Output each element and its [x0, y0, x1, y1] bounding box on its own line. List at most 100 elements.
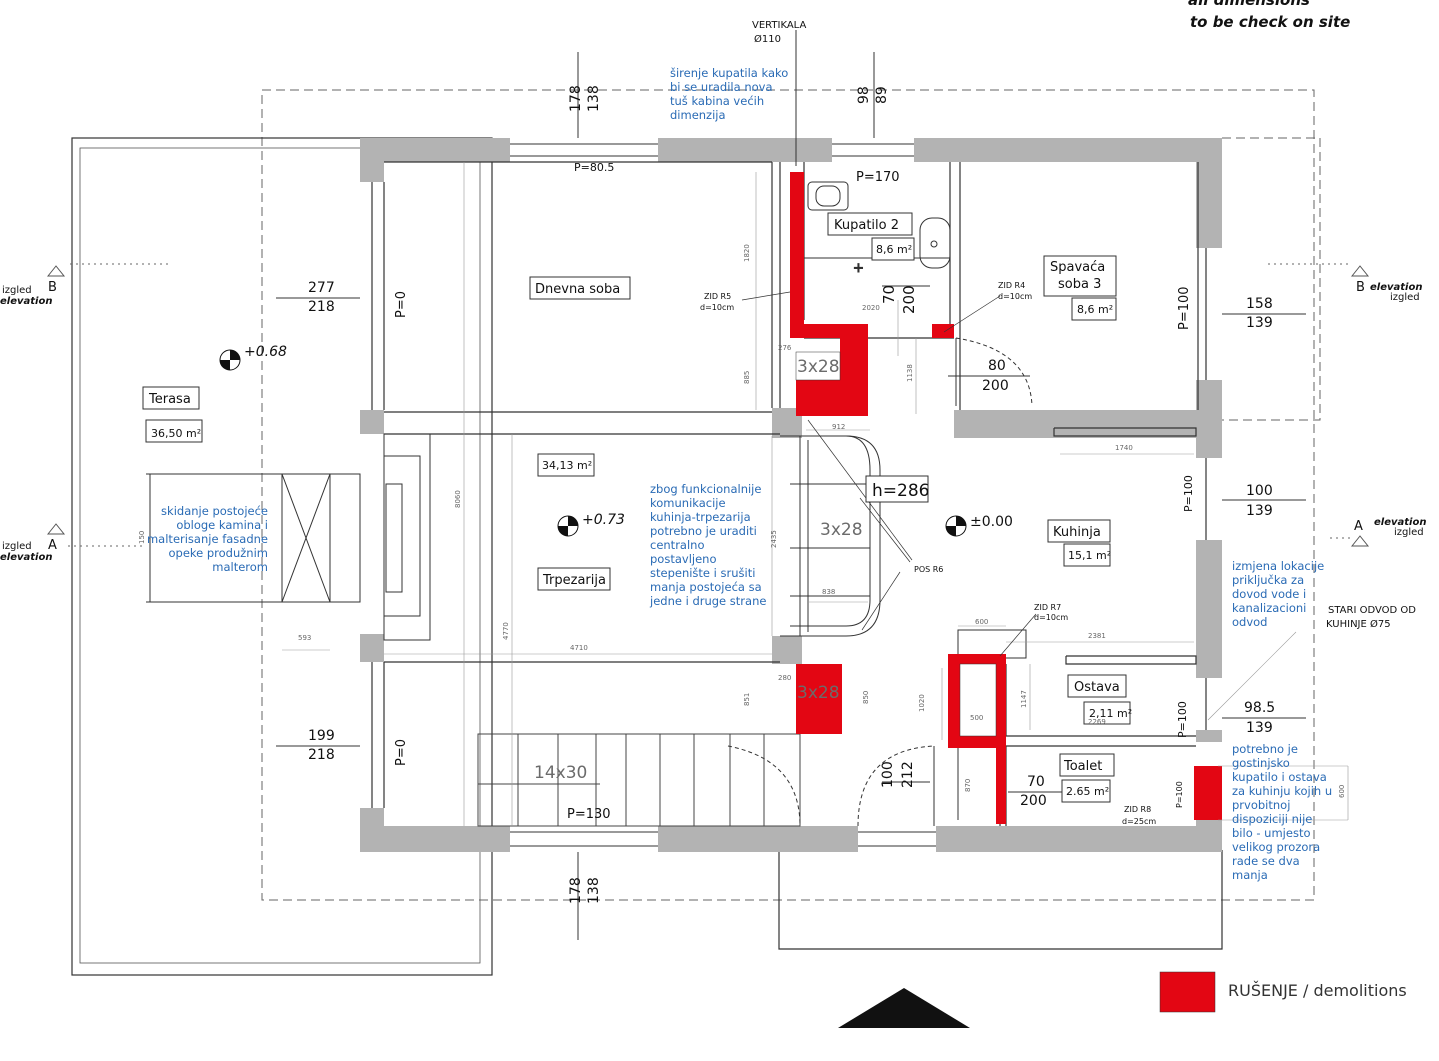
sd-1138: 1138	[906, 364, 914, 382]
note-kamin: skidanje postojeće obloge kamina i malte…	[147, 504, 268, 574]
area-trpezarija: 34,13 m²	[542, 459, 592, 472]
elevation-lines	[68, 263, 1352, 547]
elev-right-a-w2: izgled	[1394, 527, 1424, 538]
elev-left-b-w2: elevation	[0, 296, 52, 307]
room-spavaca-1: Spavaća	[1050, 260, 1105, 275]
dim-door-toilet-h: 200	[1020, 793, 1047, 809]
stari-odvod-1: STARI ODVOD OD	[1328, 605, 1416, 616]
note-stepenice-line: stepenište i srušiti	[650, 566, 755, 580]
sd-1147: 1147	[1020, 690, 1028, 708]
central-stair	[780, 435, 881, 637]
area-toalet: 2.65 m²	[1066, 785, 1109, 798]
note-gostinjsko-line: rade se dva	[1232, 854, 1300, 868]
room-kuhinja: Kuhinja	[1053, 525, 1101, 540]
note-gostinjsko-line: velikog prozora	[1232, 840, 1320, 854]
svg-text:+: +	[853, 261, 864, 276]
wall-r5-2: d=10cm	[700, 303, 734, 312]
sd-850: 850	[862, 691, 870, 704]
dim-door-toilet-w: 70	[1027, 774, 1045, 790]
room-toalet: Toalet	[1063, 759, 1102, 774]
area-kupatilo: 8,6 m²	[876, 243, 912, 256]
terrace-outline	[71, 137, 493, 976]
sd-593: 593	[298, 634, 311, 642]
note-kupatilo-line: tuš kabina većih	[670, 94, 764, 108]
pos-r6: POS R6	[914, 565, 943, 574]
note-stepenice-line: jedne i druge strane	[649, 594, 766, 608]
level-trpezarija: +0.73	[582, 512, 625, 528]
elev-right-b-w2: izgled	[1390, 292, 1420, 303]
parapet-right-kitchen: P=100	[1182, 475, 1195, 512]
dim-right-kitchen-h: 139	[1246, 503, 1273, 519]
wall-r4-2: d=10cm	[998, 292, 1032, 301]
elev-left-a-w2: elevation	[0, 552, 52, 563]
stair-upper: 3x28	[797, 357, 840, 377]
dim-right-ostava-w: 98.5	[1244, 700, 1275, 716]
wall-r5-1: ZID R5	[704, 292, 731, 301]
parapet-top: P=80.5	[574, 161, 614, 174]
elev-right-b-letter: B	[1356, 280, 1365, 295]
windows	[510, 143, 936, 847]
note-line-2: to be check on site	[1190, 13, 1350, 31]
elev-right-a-w1: elevation	[1374, 517, 1426, 528]
note-gostinjsko-line: prvobitnoj	[1232, 798, 1290, 812]
sd-150: 150	[138, 531, 146, 544]
dim-door-kitchen-w: 100	[880, 761, 896, 788]
sd-1020: 1020	[918, 694, 926, 712]
dim-door-kitchen-h: 212	[900, 761, 916, 788]
parapet-right-ostava: P=100	[1176, 701, 1189, 738]
thin-dims	[282, 162, 1349, 826]
elev-left-b-letter: B	[48, 280, 57, 295]
sd-885: 885	[743, 371, 751, 384]
stair-landing: P=130	[567, 807, 611, 822]
sd-838: 838	[822, 588, 835, 596]
stari-odvod-2: KUHINJE Ø75	[1326, 618, 1391, 630]
dim-left-lower-h: 218	[308, 747, 335, 763]
dimension-lines	[276, 30, 1306, 940]
parapet-left-lower: P=0	[394, 739, 409, 766]
sd-4710: 4710	[570, 644, 588, 652]
sd-600: 600	[975, 618, 988, 626]
note-kamin-line: malterom	[212, 560, 268, 574]
dim-right-bed-w: 158	[1246, 296, 1273, 312]
label-boxes	[142, 212, 1131, 803]
dim-top-left-h: 138	[586, 85, 602, 112]
note-lokacija: izmjena lokacije priključka za dovod vod…	[1232, 559, 1324, 629]
area-ostava: 2,11 m²	[1089, 707, 1132, 720]
dim-left-upper-w: 277	[308, 280, 335, 296]
note-kupatilo-line: bi se uradila nova	[670, 80, 773, 94]
terrace-inner	[79, 147, 481, 964]
note-gostinjsko-line: gostinjsko	[1232, 756, 1290, 770]
demolition-stair-inner	[795, 351, 997, 737]
elev-left-a-letter: A	[48, 538, 57, 553]
sd-1820: 1820	[743, 244, 751, 262]
elev-right-a-letter: A	[1354, 519, 1363, 534]
note-gostinjsko: potrebno je gostinjsko kupatilo i ostava…	[1232, 742, 1332, 882]
note-stepenice-line: manja postojeća sa	[650, 580, 762, 594]
dim-bottom-h: 138	[586, 877, 602, 904]
dim-bottom-w: 178	[568, 877, 584, 904]
room-terasa: Terasa	[148, 392, 191, 407]
dim-top-mid-h: 89	[874, 86, 890, 104]
parapet-right-toilet: P=100	[1175, 781, 1184, 808]
north-arrow-icon	[838, 988, 970, 1028]
elevation-triangles	[46, 265, 1370, 547]
level-dnevna: +0.68	[244, 344, 287, 360]
room-spavaca-2: soba 3	[1058, 277, 1101, 292]
note-lokacija-line: priključka za	[1232, 573, 1304, 587]
fireplace	[146, 433, 431, 641]
note-gostinjsko-line: manja	[1232, 868, 1268, 882]
sd-600b: 600	[1338, 785, 1346, 798]
legend-label: RUŠENJE / demolitions	[1228, 981, 1407, 1000]
parapet-bath: P=170	[856, 170, 900, 185]
dim-left-upper-h: 218	[308, 299, 335, 315]
note-lokacija-line: kanalizacioni	[1232, 601, 1306, 615]
sd-912: 912	[832, 423, 845, 431]
area-terasa: 36,50 m²	[151, 427, 201, 440]
note-lokacija-line: izmjena lokacije	[1232, 559, 1324, 573]
sd-2381: 2381	[1088, 632, 1106, 640]
note-kamin-line: skidanje postojeće	[161, 504, 268, 518]
sd-276: 276	[778, 344, 792, 352]
sd-851: 851	[743, 693, 751, 706]
wall-r7-2: d=10cm	[1034, 613, 1068, 622]
